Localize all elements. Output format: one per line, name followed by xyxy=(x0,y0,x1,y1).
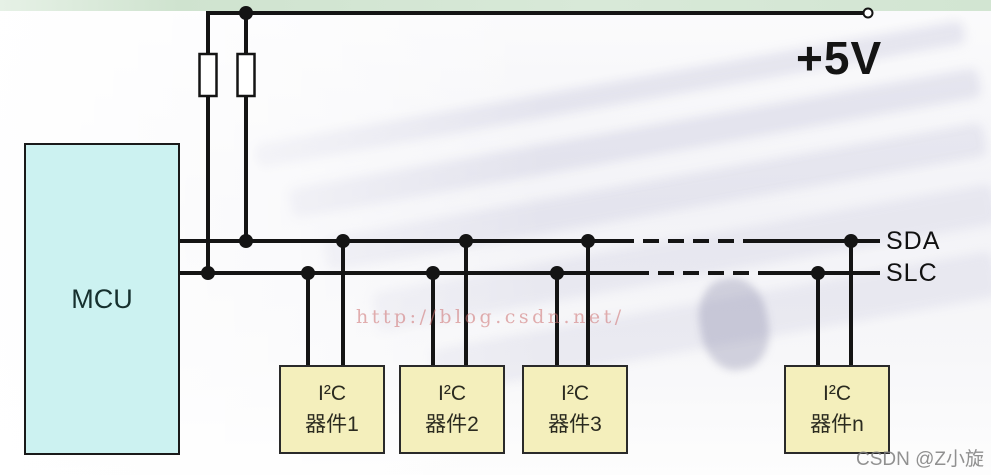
pullup-resistor-2 xyxy=(236,52,256,98)
device-label: 器件1 xyxy=(305,412,359,436)
i2c-device-n-box: I²C 器件n xyxy=(784,365,890,454)
junction-dot xyxy=(550,266,564,280)
junction-dot xyxy=(336,234,350,248)
junction-dot xyxy=(811,266,825,280)
pullup-resistor-1 xyxy=(198,52,218,98)
junction-dot xyxy=(426,266,440,280)
mcu-label: MCU xyxy=(71,283,133,314)
blog-url-watermark: http://blog.csdn.net/ xyxy=(356,306,625,328)
power-terminal-icon xyxy=(862,7,874,19)
mcu-box: MCU xyxy=(24,143,180,455)
i2c-device-1-box: I²C 器件1 xyxy=(279,365,385,454)
junction-dot xyxy=(201,266,215,280)
slc-label: SLC xyxy=(886,259,938,287)
device-name: I²C xyxy=(318,382,346,406)
junction-dot xyxy=(459,234,473,248)
junction-dot xyxy=(239,234,253,248)
device-label: 器件3 xyxy=(548,412,602,436)
device-label: 器件n xyxy=(810,412,864,436)
device-name: I²C xyxy=(438,382,466,406)
device-name: I²C xyxy=(561,382,589,406)
device-label: 器件2 xyxy=(425,412,479,436)
junction-dot xyxy=(581,234,595,248)
csdn-author-watermark: CSDN @Z小旋 xyxy=(856,449,985,470)
junction-dots xyxy=(201,6,858,280)
power-label: +5V xyxy=(796,32,883,84)
power-rail-wire xyxy=(206,11,864,54)
junction-dot xyxy=(239,6,253,20)
i2c-device-2-box: I²C 器件2 xyxy=(399,365,505,454)
sda-label: SDA xyxy=(886,227,941,255)
junction-dot xyxy=(844,234,858,248)
junction-dot xyxy=(301,266,315,280)
top-green-strip xyxy=(0,0,991,11)
i2c-device-3-box: I²C 器件3 xyxy=(522,365,628,454)
device-name: I²C xyxy=(823,382,851,406)
